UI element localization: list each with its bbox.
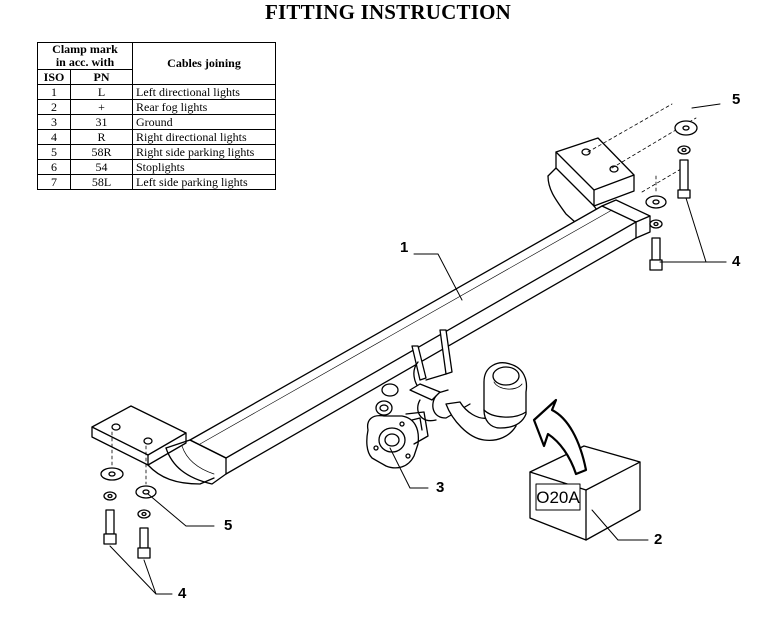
- clamp-mark-line1: Clamp mark: [52, 42, 118, 56]
- crossbar-tube: [165, 199, 651, 485]
- table-row: 7 58L Left side parking lights: [37, 174, 276, 190]
- iso-cell: 7: [37, 174, 71, 190]
- leader-lines: [109, 103, 727, 595]
- washer-icon: [645, 195, 667, 209]
- table-row: 4 R Right directional lights: [37, 129, 276, 145]
- cable-cell: Left side parking lights: [132, 174, 276, 190]
- pn-cell: 31: [70, 114, 133, 130]
- insert-arrow-icon: [532, 398, 588, 476]
- pn-cell: 54: [70, 159, 133, 175]
- callout-4-left: 4: [178, 585, 187, 602]
- callout-2: 2: [654, 531, 662, 548]
- cables-joining-header: Cables joining: [132, 42, 276, 85]
- cable-cell: Right directional lights: [132, 129, 276, 145]
- clamp-mark-header: Clamp mark in acc. with: [37, 42, 133, 70]
- left-hardware-stack: [100, 431, 157, 559]
- washer-icon: [135, 485, 157, 499]
- kit-code-label: [535, 483, 581, 511]
- electrical-socket: [366, 383, 429, 469]
- right-mounting-bracket: [547, 137, 635, 231]
- pn-cell: 58L: [70, 174, 133, 190]
- right-hardware-stack: [587, 103, 698, 271]
- cable-cell: Ground: [132, 114, 276, 130]
- electric-kit-box: O20A: [529, 445, 641, 541]
- cable-cell: Stoplights: [132, 159, 276, 175]
- left-mounting-bracket: [91, 405, 215, 485]
- clamp-mark-line2: in acc. with: [55, 55, 115, 69]
- callout-5-left: 5: [224, 517, 232, 534]
- tow-ball-assembly: [409, 329, 528, 442]
- pn-header: PN: [70, 69, 133, 85]
- callout-4-right: 4: [732, 253, 741, 270]
- callout-3: 3: [436, 479, 444, 496]
- kit-code-text: O20A: [536, 488, 580, 507]
- washer-icon: [100, 467, 124, 481]
- cable-cell: Right side parking lights: [132, 144, 276, 160]
- table-row: 3 31 Ground: [37, 114, 276, 130]
- wiring-table: Clamp mark in acc. with Cables joining I…: [37, 42, 276, 190]
- callout-5-right: 5: [732, 91, 740, 108]
- table-row: 6 54 Stoplights: [37, 159, 276, 175]
- washer-icon: [674, 120, 698, 136]
- page-title: FITTING INSTRUCTION: [265, 0, 511, 24]
- callout-1: 1: [400, 239, 408, 256]
